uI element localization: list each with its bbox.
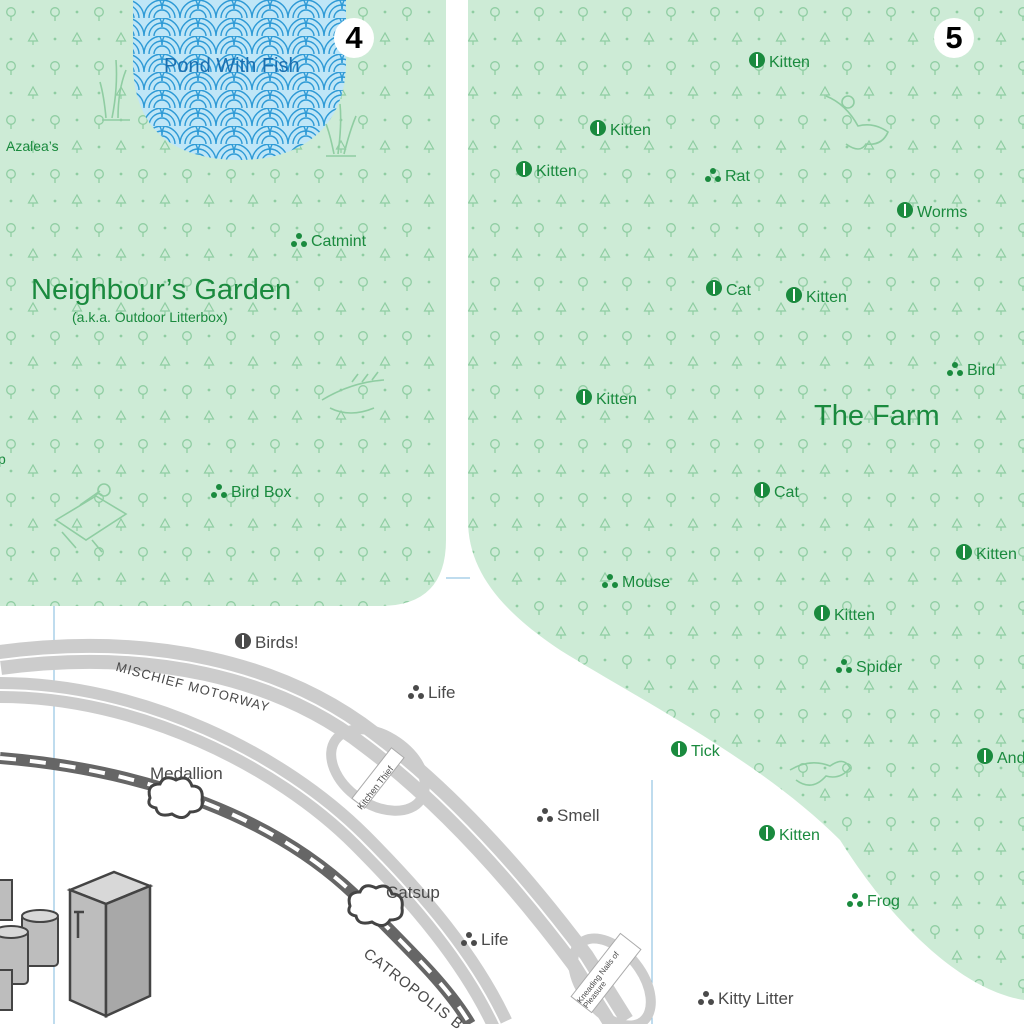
dots-icon	[697, 990, 715, 1009]
interchange-signs	[351, 747, 642, 1014]
dots-icon	[290, 232, 308, 252]
cans-drawing	[0, 879, 59, 1011]
railway	[0, 752, 476, 1024]
eye-icon	[575, 388, 593, 410]
place-life-1: Life	[407, 684, 455, 703]
zone-number-5: 5	[934, 18, 974, 58]
place-left-edge-fragment: p	[0, 451, 6, 467]
gecko-drawing-1	[825, 95, 889, 150]
zone-title-neighbours-garden: Neighbour’s Garden	[31, 274, 292, 306]
place-catmint: Catmint	[290, 232, 366, 252]
place-kitten-7: Kitten	[813, 604, 875, 626]
pond	[133, 0, 346, 160]
place-azaleas: Azalea’s	[6, 138, 59, 154]
eye-icon	[955, 543, 973, 565]
dots-icon	[210, 483, 228, 503]
place-life-2: Life	[460, 931, 508, 950]
place-and-fragment: And	[976, 747, 1024, 769]
zone-number-4: 4	[334, 18, 374, 58]
eye-icon	[896, 201, 914, 223]
station-label-catsup: Catsup	[386, 883, 440, 902]
dots-icon	[946, 361, 964, 381]
place-rat: Rat	[704, 167, 750, 187]
eye-icon	[758, 824, 776, 846]
dots-icon	[536, 807, 554, 826]
neighbours-garden-zone	[0, 0, 446, 606]
mischief-motorway	[0, 638, 633, 1024]
place-worms: Worms	[896, 201, 967, 223]
eye-icon	[785, 286, 803, 308]
place-birds: Birds!	[234, 632, 298, 653]
dots-icon	[846, 892, 864, 912]
place-kitten-4: Kitten	[785, 286, 847, 308]
place-bird: Bird	[946, 361, 995, 381]
can-opener-machine-drawing	[66, 870, 154, 1018]
place-bird-box: Bird Box	[210, 483, 291, 503]
the-farm-zone	[468, 0, 1024, 1000]
dots-icon	[460, 931, 478, 950]
reeds-drawing	[99, 59, 357, 157]
eye-icon	[670, 740, 688, 762]
place-mouse: Mouse	[601, 573, 670, 593]
place-tick: Tick	[670, 740, 720, 762]
eye-icon	[748, 51, 766, 73]
dots-icon	[835, 658, 853, 678]
dots-icon	[407, 684, 425, 703]
place-kitten-8: Kitten	[758, 824, 820, 846]
fish-bone-drawing	[321, 371, 385, 414]
slingshot-drawing	[54, 483, 128, 553]
gecko-drawing-2	[789, 760, 851, 786]
catsup-station	[347, 884, 404, 927]
place-kitten-2: Kitten	[589, 119, 651, 141]
place-kitten-6: Kitten	[955, 543, 1017, 565]
place-cat-1: Cat	[705, 279, 751, 301]
pond-label: Pond With Fish	[164, 55, 300, 77]
eye-icon	[234, 632, 252, 653]
eye-icon	[753, 481, 771, 503]
place-kitten-3: Kitten	[515, 160, 577, 182]
place-cat-2: Cat	[753, 481, 799, 503]
place-kitty-litter: Kitty Litter	[697, 990, 794, 1009]
dots-icon	[704, 167, 722, 187]
zone-subtitle-neighbours-garden: (a.k.a. Outdoor Litterbox)	[72, 309, 228, 325]
place-frog: Frog	[846, 892, 900, 912]
dots-icon	[601, 573, 619, 593]
eye-icon	[589, 119, 607, 141]
zone-title-the-farm: The Farm	[814, 400, 940, 432]
place-kitten-5: Kitten	[575, 388, 637, 410]
eye-icon	[976, 747, 994, 769]
eye-icon	[705, 279, 723, 301]
eye-icon	[813, 604, 831, 626]
station-label-medallion: Medallion	[150, 764, 223, 783]
place-spider: Spider	[835, 658, 902, 678]
place-kitten-1: Kitten	[748, 51, 810, 73]
catropolis-road	[0, 677, 512, 1024]
place-smell: Smell	[536, 807, 600, 826]
eye-icon	[515, 160, 533, 182]
medallion-station	[147, 776, 204, 819]
